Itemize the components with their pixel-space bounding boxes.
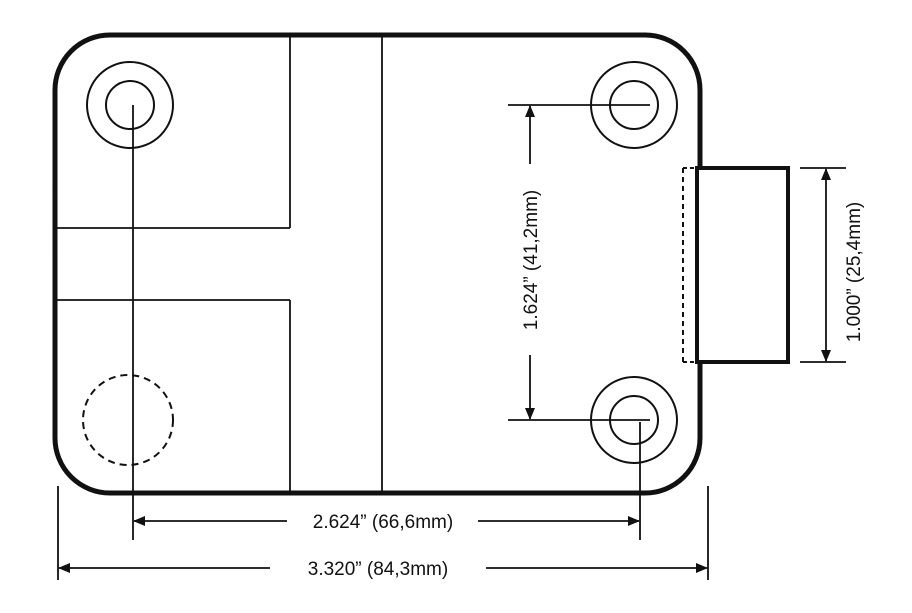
dim-label-mounting-hole-horizontal: 2.624” (66,6mm)	[313, 512, 453, 533]
case-interior-lines	[57, 37, 383, 491]
lock-case-outline	[52, 32, 703, 496]
dim-label-overall-width: 3.320” (84,3mm)	[308, 559, 448, 580]
mounting-hole-top-left	[86, 61, 174, 149]
dim-label-mounting-hole-vertical: 1.624” (41,2mm)	[521, 190, 542, 330]
dim-label-bolt-height: 1.000” (25,4mm)	[844, 202, 865, 342]
optional-hole-dashed	[82, 374, 174, 466]
bolt	[695, 166, 790, 364]
